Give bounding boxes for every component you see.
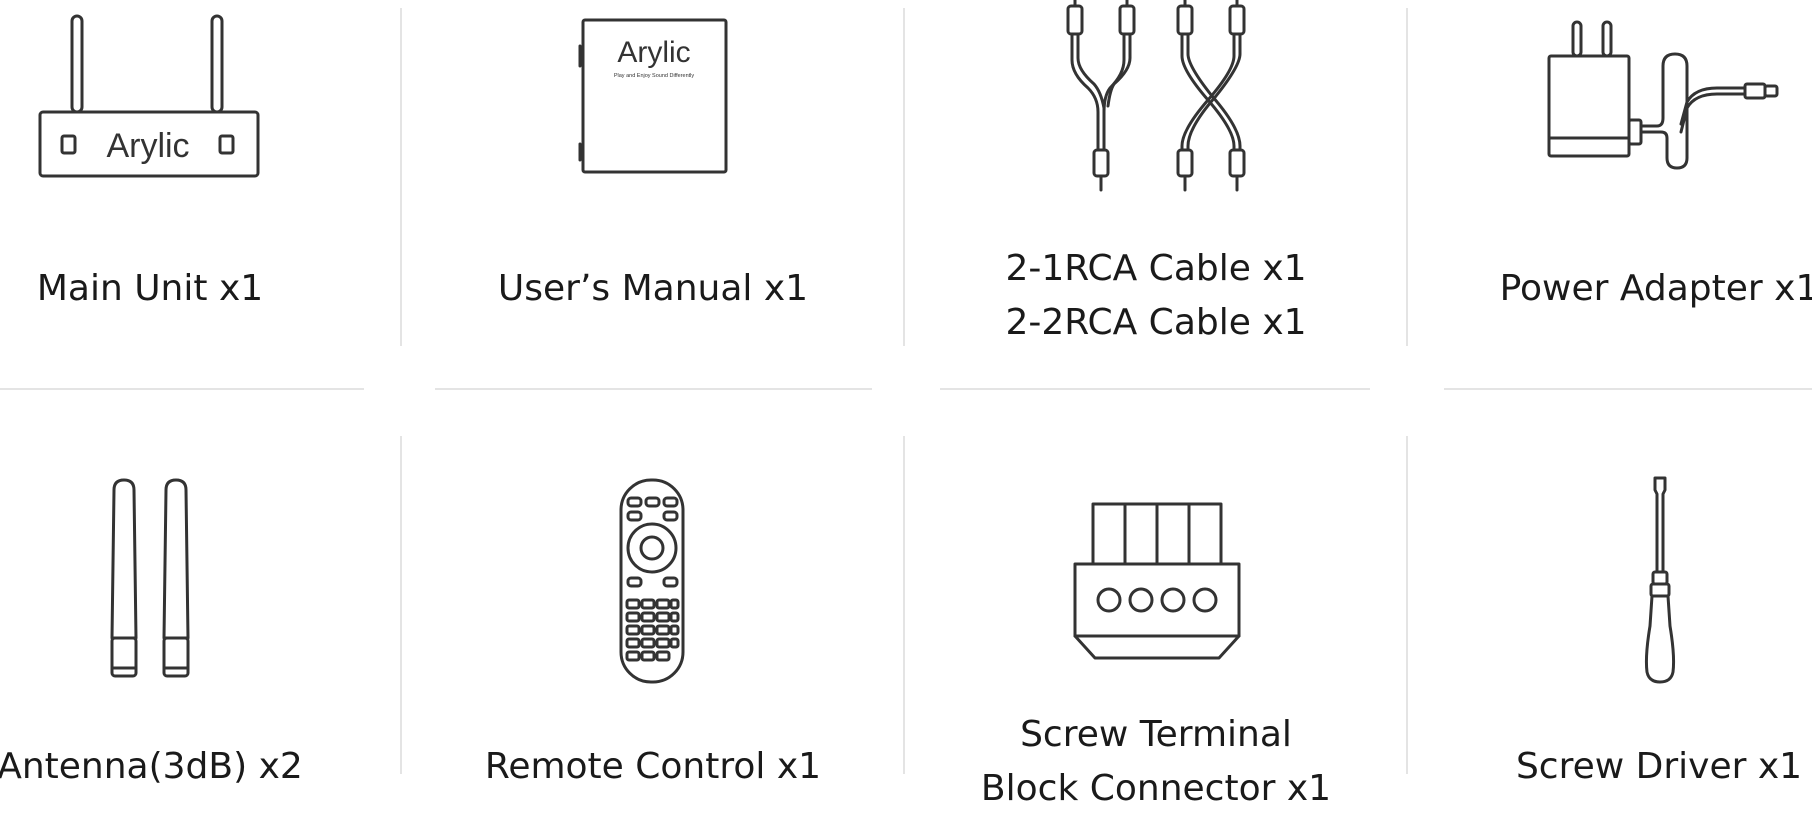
item-label: Screw Driver x1 [1515,746,1803,787]
divider-vertical [903,8,905,346]
divider-horizontal [435,388,872,390]
screw-terminal-icon [1073,502,1241,660]
item-rca-cables: 2-1RCA Cable x1 2-2RCA Cable x1 [906,0,1406,400]
main-unit-icon: Arylic [38,14,260,178]
item-label: Remote Control x1 [484,746,822,787]
manual-tagline: Play and Enjoy Sound Differently [614,73,695,79]
manual-icon: Arylic Play and Enjoy Sound Differently [578,18,728,174]
divider-vertical [903,436,905,774]
rca-cable-icon [1066,0,1246,192]
item-screw-terminal: Screw Terminal Block Connector x1 [906,400,1406,812]
divider-horizontal [1444,388,1812,390]
main-unit-logo: Arylic [106,127,189,165]
item-power-adapter: Power Adapter x1 [1409,0,1812,400]
item-label: Block Connector x1 [980,768,1332,809]
divider-vertical [400,8,402,346]
item-users-manual: Arylic Play and Enjoy Sound Differently … [403,0,903,400]
item-antenna: Antenna(3dB) x2 [0,400,400,812]
item-label: Power Adapter x1 [1499,268,1812,309]
item-label: Main Unit x1 [36,268,264,309]
remote-control-icon [619,478,685,684]
divider-vertical [1406,8,1408,346]
screwdriver-icon [1644,476,1676,684]
divider-horizontal [0,388,364,390]
divider-vertical [1406,436,1408,774]
item-label: Antenna(3dB) x2 [0,746,303,787]
item-label: 2-1RCA Cable x1 [1005,248,1307,289]
item-label: User’s Manual x1 [497,268,809,309]
divider-vertical [400,436,402,774]
item-label: Screw Terminal [1020,714,1292,755]
power-adapter-icon [1547,20,1779,170]
antenna-icon [110,478,190,678]
manual-logo: Arylic [617,36,690,69]
item-remote-control: Remote Control x1 [403,400,903,812]
item-label: 2-2RCA Cable x1 [1005,302,1307,343]
item-screw-driver: Screw Driver x1 [1409,400,1812,812]
item-main-unit: Arylic Main Unit x1 [0,0,400,400]
divider-horizontal [940,388,1370,390]
